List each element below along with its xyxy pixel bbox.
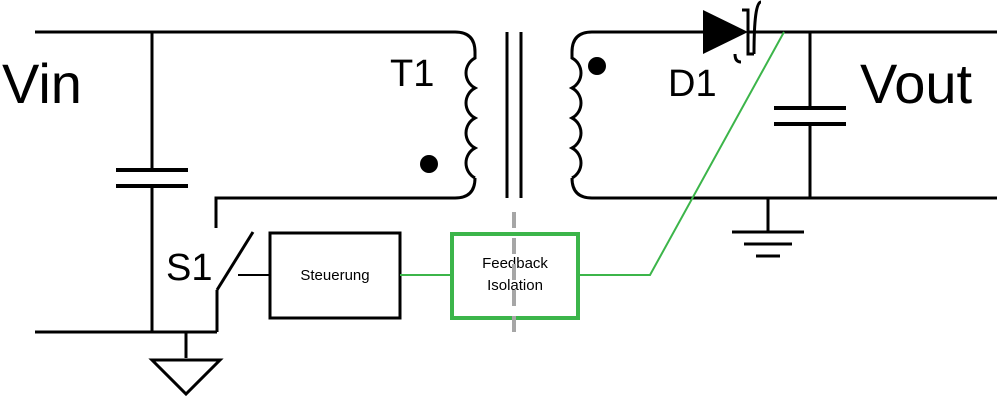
primary-wiring [35, 30, 477, 358]
secondary-bottom-rail [570, 177, 997, 200]
feedback-block-label-line1: Feedback [482, 255, 548, 272]
switch-s1-blade [215, 231, 255, 291]
feedback-block-label-line2: Isolation [487, 277, 543, 294]
secondary-wiring [570, 30, 997, 232]
secondary-top-lead [570, 30, 703, 53]
output-capacitor [774, 106, 846, 126]
t1-label: T1 [390, 53, 434, 95]
d1-label: D1 [668, 63, 717, 105]
s1-label: S1 [166, 247, 212, 289]
control-block-label: Steuerung [300, 267, 369, 284]
primary-winding [464, 52, 479, 180]
vout-label: Vout [860, 52, 973, 115]
secondary-winding [568, 52, 583, 180]
secondary-ground-icon [732, 230, 804, 258]
primary-dot-icon [420, 155, 438, 173]
primary-ground-icon [148, 358, 224, 397]
transformer-t1 [464, 32, 583, 198]
diode-d1-icon [703, 0, 762, 64]
feedback-sense-line [578, 31, 785, 276]
secondary-dot-icon [588, 57, 606, 75]
primary-return-lead [214, 177, 477, 228]
vin-label: Vin [2, 52, 82, 115]
primary-top-rail [35, 30, 477, 53]
input-capacitor [116, 168, 188, 188]
